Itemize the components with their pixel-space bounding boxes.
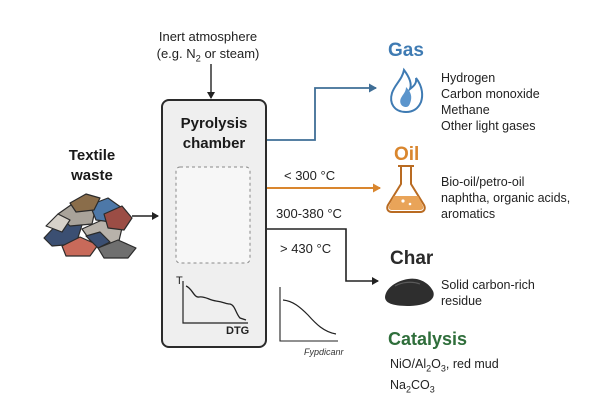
char-list: Solid carbon-rich residue [441,277,535,309]
reactor-label: Pyrolysis chamber [162,114,266,154]
small-plot-label: Fypdicanr [304,347,344,357]
list-item: Carbon monoxide [441,87,540,101]
reactor-line1: Pyrolysis [180,115,248,132]
temperature-mid: 300-380 °C [276,206,342,221]
temperature-low: < 300 °C [284,168,336,183]
list-item: Hydrogen [441,71,496,85]
cat1-sub1: 2 [426,363,432,374]
cat2-sub1: 2 [405,384,411,394]
textile-pile-icon [43,193,137,259]
flask-icon [386,165,426,213]
catalysis-line1: NiO/Al2O3, red mud [390,356,499,377]
list-item: Solid carbon-rich [441,278,535,292]
inert-atmosphere-line1: Inert atmosphere [158,29,258,44]
gas-arrow [267,83,377,141]
catalysis-title: Catalysis [388,329,468,349]
gas-list: Hydrogen Carbon monoxide Methane Other l… [441,70,540,134]
tga-axis-label: T [176,275,183,287]
flame-icon [390,67,424,114]
oil-title: Oil [394,144,420,165]
reactor-line2: chamber [182,135,246,152]
inert-line2-sub: 2 [195,53,201,64]
list-item: Bio-oil/petro-oil [441,175,525,189]
char-pile-icon [385,278,434,306]
cat1-sub2: 3 [440,363,446,374]
inert-atmosphere-line2: (e.g. N2 or steam) [128,45,288,68]
list-item: Methane [441,103,490,117]
list-item: Other light gases [441,119,536,133]
cat2-mid: CO [411,377,430,392]
char-title: Char [390,248,434,269]
catalysis-list: NiO/Al2O3, red mud Na2CO3 [390,356,499,397]
list-item: residue [441,294,482,308]
dtg-label: DTG [226,325,250,337]
cat1-pre: NiO/Al [390,357,427,371]
temperature-high: > 430 °C [280,241,332,256]
cat1-mid: O [431,357,441,371]
oil-list: Bio-oil/petro-oil naphtha, organic acids… [441,174,570,222]
cat2-pre: Na [390,377,406,392]
feedstock-label: Textile waste [52,146,132,186]
list-item: aromatics [441,207,496,221]
gas-title: Gas [388,40,424,61]
feedstock-line2: waste [71,167,113,184]
cat2-sub2: 3 [429,384,435,394]
list-item: naphtha, organic acids, [441,191,571,205]
tga-inset-plot [182,281,248,324]
feedstock-line1: Textile [68,147,116,164]
chamber-window [175,166,251,264]
cat1-post: , red mud [445,357,499,371]
small-curve-plot [279,287,338,342]
catalysis-line2: Na2CO3 [390,377,499,398]
inert-atmosphere-label: Inert atmosphere (e.g. N2 or steam) [128,28,288,68]
char-arrow [267,228,379,285]
inert-line2-post: or steam) [200,46,260,61]
inert-line2-pre: (e.g. N [156,46,196,61]
